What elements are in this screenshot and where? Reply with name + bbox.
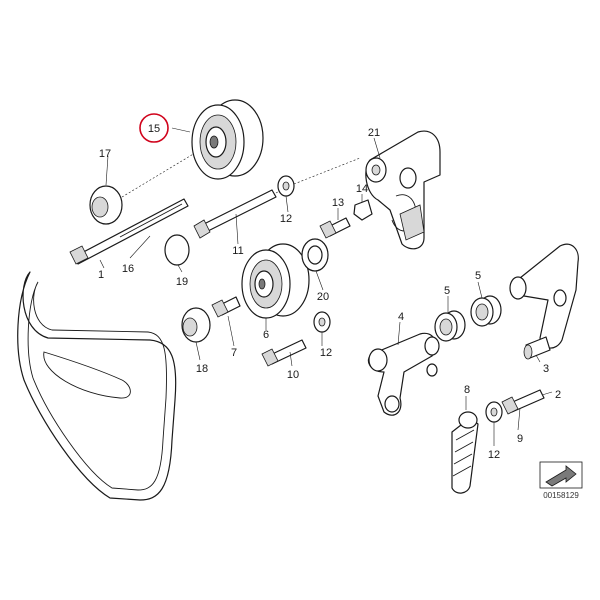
callout-12-middle[interactable]: 12 [320,347,332,359]
callout-20[interactable]: 20 [317,291,329,303]
washer[interactable] [277,175,295,197]
washer[interactable] [313,311,331,333]
clip-nut[interactable] [353,199,373,221]
callout-10[interactable]: 10 [287,369,299,381]
callout-7[interactable]: 7 [231,347,237,359]
callout-12-lower[interactable]: 12 [488,449,500,461]
callout-17[interactable]: 17 [99,148,111,160]
mounting-bolt[interactable] [261,339,307,367]
tensioner-arm[interactable] [509,243,579,349]
pulley-bolt[interactable] [193,189,277,239]
belt-tensioner[interactable] [365,130,441,250]
callout-16[interactable]: 16 [122,263,134,275]
spacer-ring[interactable] [301,238,329,272]
dust-cap[interactable] [164,234,190,266]
pulley-cover[interactable] [181,307,211,343]
callout-11[interactable]: 11 [232,245,243,257]
idler-pulley[interactable] [191,99,264,180]
callout-12-upper[interactable]: 12 [280,213,292,225]
deflection-pulley[interactable] [241,243,310,319]
tensioner-bolt[interactable] [501,389,545,415]
callout-8[interactable]: 8 [464,384,470,396]
needle-bearing[interactable] [434,310,466,342]
callout-2[interactable]: 2 [555,389,561,401]
long-bolt[interactable] [69,198,189,265]
needle-bearing[interactable] [470,295,502,327]
callout-5-left[interactable]: 5 [444,285,450,297]
callout-21[interactable]: 21 [368,127,380,139]
callout-14[interactable]: 14 [356,183,368,195]
hydraulic-tensioner[interactable] [451,411,479,494]
short-bolt[interactable] [211,296,241,318]
drive-belt[interactable] [17,271,177,501]
callout-13[interactable]: 13 [332,197,344,209]
callout-19[interactable]: 19 [176,276,188,288]
pulley-cap[interactable] [89,185,123,225]
hex-bolt[interactable] [319,217,351,239]
bushing[interactable] [523,336,551,360]
callout-1[interactable]: 1 [98,269,104,281]
callout-5-right[interactable]: 5 [475,270,481,282]
callout-9[interactable]: 9 [517,433,523,445]
callout-3[interactable]: 3 [543,363,549,375]
orientation-arrow-icon [539,461,583,489]
callout-6[interactable]: 6 [263,329,269,341]
tensioner-bracket[interactable] [367,332,440,416]
callout-15[interactable]: 15 [148,123,160,135]
callout-18[interactable]: 18 [196,363,208,375]
highlight-circle [139,113,169,143]
washer[interactable] [485,401,503,423]
diagram-id: 00158129 [543,491,579,500]
callout-4[interactable]: 4 [398,311,404,323]
